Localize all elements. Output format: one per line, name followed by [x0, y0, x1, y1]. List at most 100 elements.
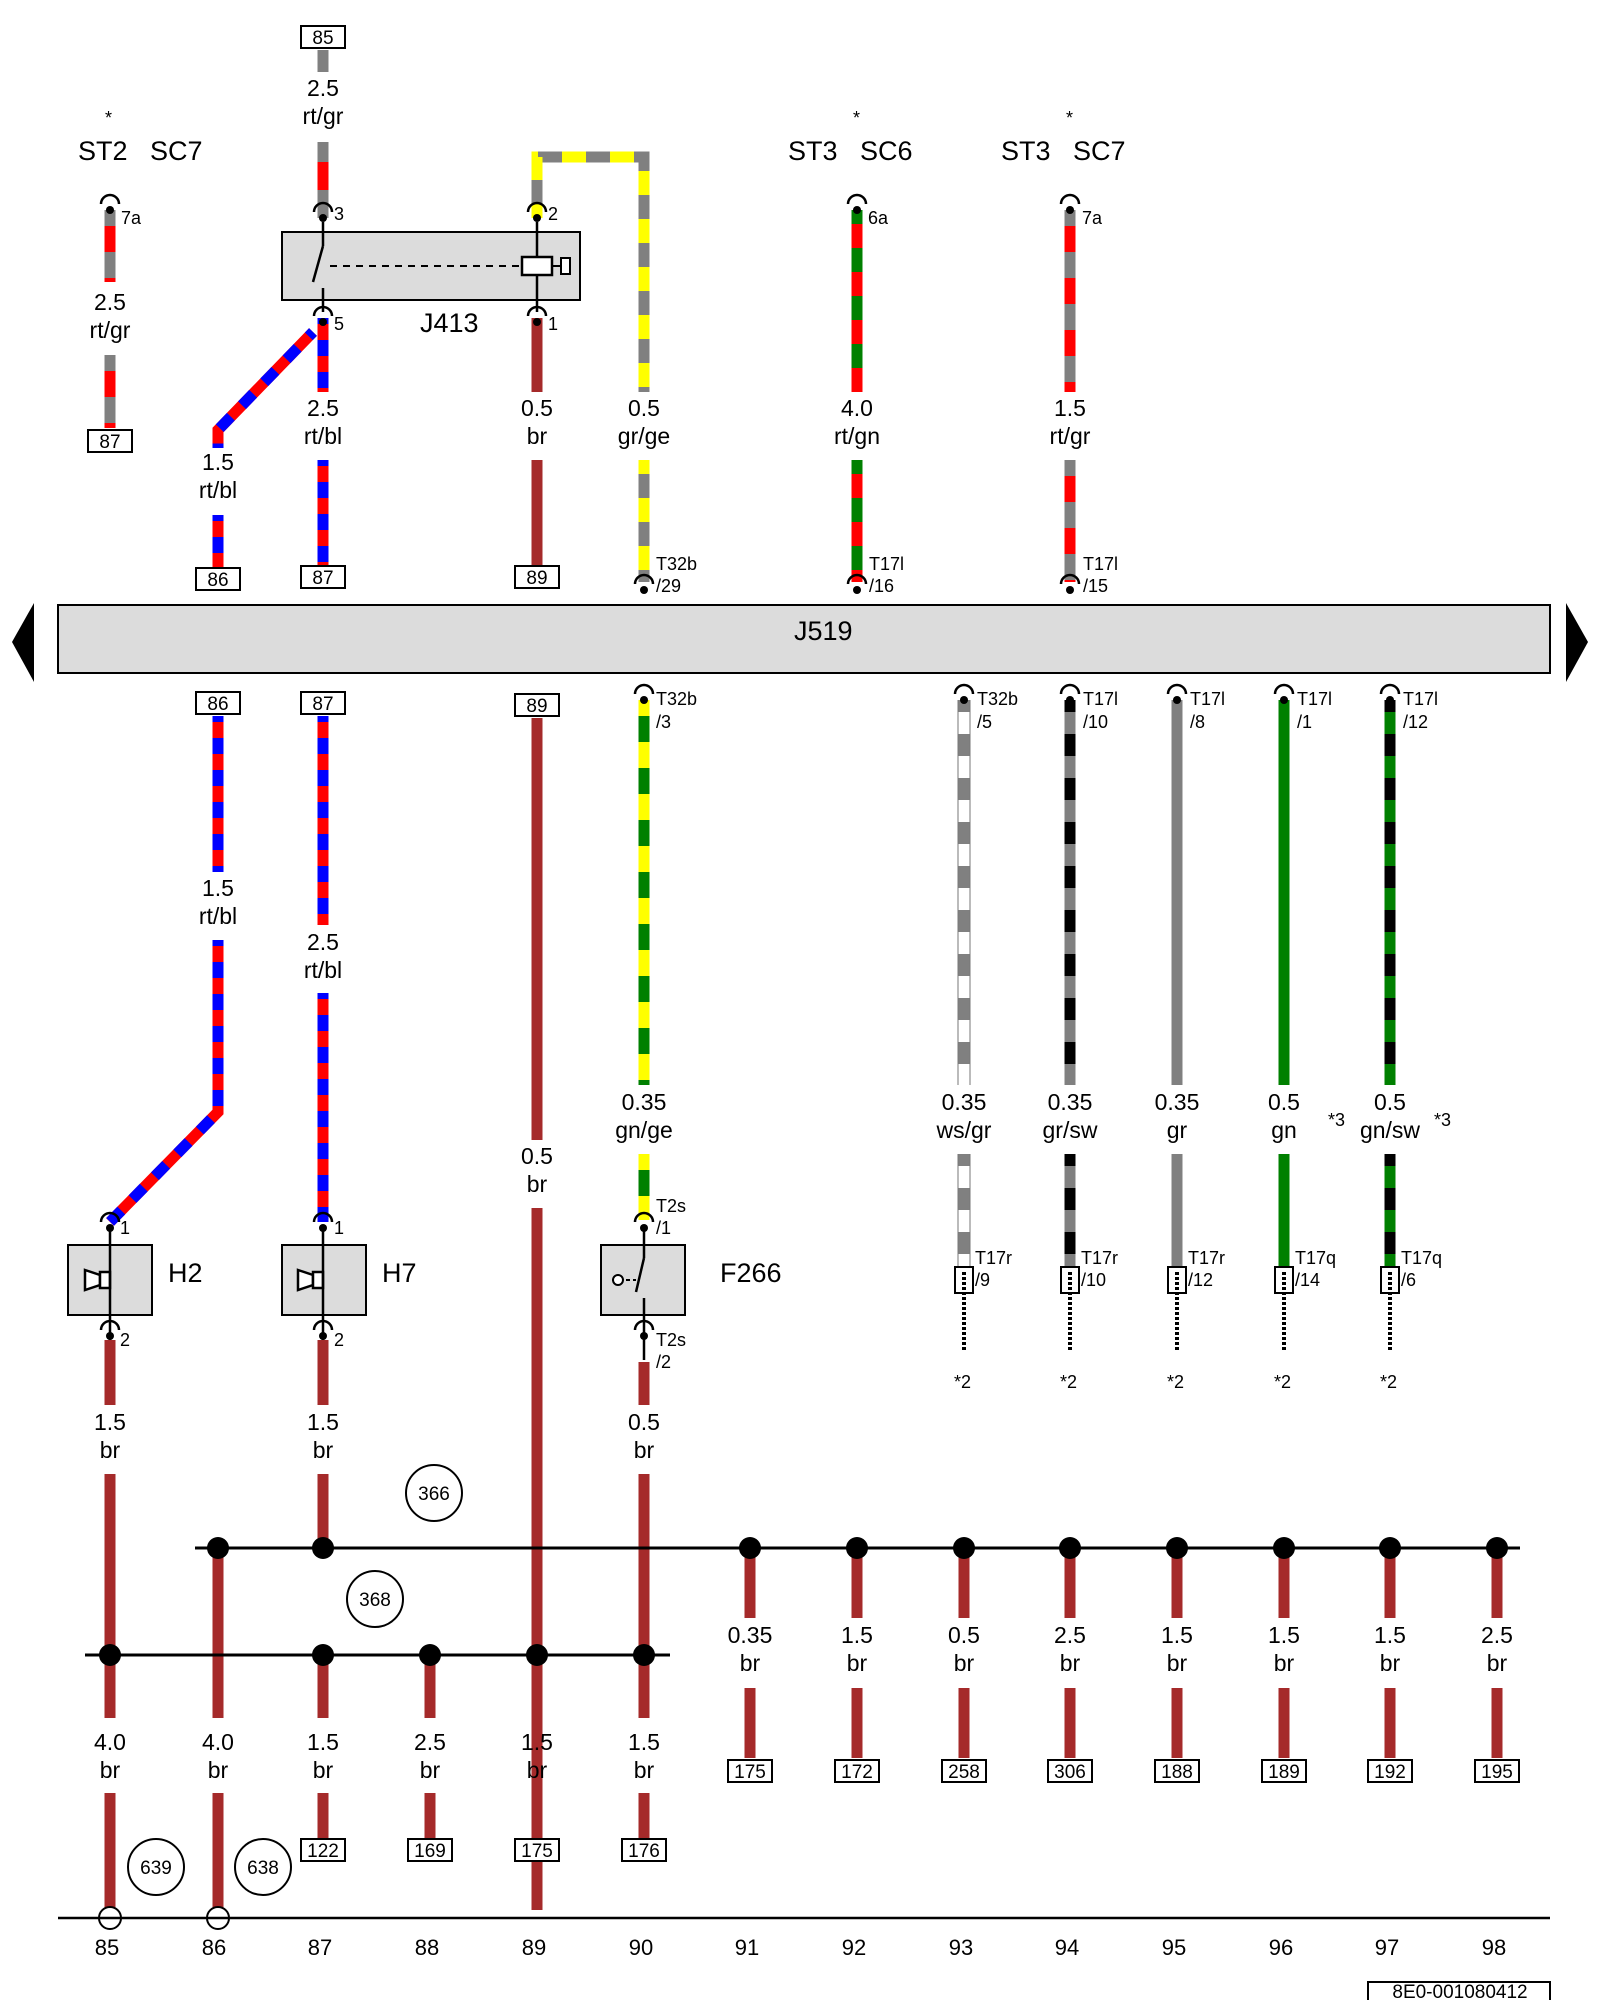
- reference-box: [514, 693, 560, 717]
- connector-pin-dot: [1066, 696, 1074, 704]
- connector-pin: /14: [1295, 1270, 1320, 1290]
- connector-pin-dot: [319, 318, 327, 326]
- connector-pin-dot: [1066, 586, 1074, 594]
- relay-pin-5: 5: [334, 314, 344, 334]
- junction-dot: [99, 1644, 121, 1666]
- column-number: 95: [1162, 1935, 1186, 1960]
- connector-pin-symbol: [99, 1211, 121, 1223]
- horn-symbol: [311, 1270, 325, 1290]
- connector-pin: /9: [975, 1270, 990, 1290]
- connector-pin-symbol: [1059, 683, 1081, 695]
- connector-pin-symbol: [1273, 683, 1295, 695]
- wire-gauge: 2.5: [307, 75, 339, 101]
- connector-pin-symbol: [633, 573, 655, 585]
- drawing-number: 8E0-001080412: [1392, 1982, 1527, 2000]
- wire-color: rt/bl: [304, 423, 342, 449]
- refbox-175: 175: [734, 1762, 766, 1783]
- wire-gauge: 1.5: [521, 1729, 553, 1755]
- connector-name: T17l: [1297, 689, 1332, 709]
- connector-name: T17q: [1295, 1248, 1336, 1268]
- connector-pin-symbol: [633, 1319, 655, 1331]
- reference-box: [514, 565, 560, 589]
- control-unit-j519: [57, 604, 1551, 674]
- ground-point-639: 639: [140, 1858, 172, 1879]
- connector-name: T2s: [656, 1330, 686, 1350]
- connector-pin-dot: [1066, 206, 1074, 214]
- horn-h7-pin-1: 1: [334, 1218, 344, 1238]
- footnote-3: *3: [1434, 1110, 1451, 1130]
- junction-dot: [419, 1644, 441, 1666]
- connector-name: T17l: [1403, 689, 1438, 709]
- pin-7a: 7a: [121, 208, 142, 228]
- wire-gauge: 1.5: [1161, 1622, 1193, 1648]
- connector-name: T17r: [975, 1248, 1012, 1268]
- reference-box: [1367, 1759, 1413, 1783]
- wire-color: br: [100, 1437, 121, 1463]
- column-number: 86: [202, 1935, 226, 1960]
- junction-dot: [312, 1644, 334, 1666]
- wire-layer: [104, 50, 1503, 1918]
- refbox-86: 86: [207, 694, 228, 715]
- connector-pin-dot: [640, 1224, 648, 1232]
- connector-pin-symbol: [846, 573, 868, 585]
- connector-pin-symbol: [846, 193, 868, 205]
- connector-pin: /6: [1401, 1270, 1416, 1290]
- connector-name: T17r: [1188, 1248, 1225, 1268]
- connector-pin-symbol: [526, 201, 548, 213]
- connector-name: T32b: [656, 689, 697, 709]
- horn-h7-pin-2: 2: [334, 1330, 344, 1350]
- horn-label-h2: H2: [168, 1258, 203, 1288]
- refbox-87: 87: [99, 432, 120, 453]
- connector-pin-dot: [533, 214, 541, 222]
- reference-box: [87, 429, 133, 453]
- wire-gauge: 1.5: [202, 449, 234, 475]
- reference-box: [834, 1759, 880, 1783]
- refbox-169: 169: [414, 1841, 446, 1862]
- wire-color: br: [527, 423, 548, 449]
- wire-gauge: 0.5: [948, 1622, 980, 1648]
- connector-pin-dot: [640, 1332, 648, 1340]
- wire-color: br: [1380, 1650, 1401, 1676]
- horn-symbol: [296, 1268, 315, 1292]
- connector-pin-symbol: [1059, 193, 1081, 205]
- wire-gauge: 1.5: [307, 1729, 339, 1755]
- wire-gauge: 2.5: [307, 395, 339, 421]
- reference-box: [1474, 1759, 1520, 1783]
- wire-gauge: 1.5: [1268, 1622, 1300, 1648]
- refbox-87: 87: [312, 694, 333, 715]
- footnote-2: *2: [1167, 1372, 1184, 1392]
- refbox-189: 189: [1268, 1762, 1300, 1783]
- connector-name: T17l: [1083, 689, 1118, 709]
- connector-pin-dot: [319, 214, 327, 222]
- ref-sc6: SC6: [860, 136, 913, 166]
- connector-pin-symbol: [99, 1319, 121, 1331]
- refbox-195: 195: [1481, 1762, 1513, 1783]
- reference-box: [300, 1838, 346, 1862]
- wire-gauge: 1.5: [1054, 395, 1086, 421]
- wire-color: br: [634, 1437, 655, 1463]
- wire-color: br: [1060, 1650, 1081, 1676]
- column-number: 98: [1482, 1935, 1506, 1960]
- junction-dot: [1486, 1537, 1508, 1559]
- connector-name: T17l: [1190, 689, 1225, 709]
- wire-color: br: [1274, 1650, 1295, 1676]
- wire-gauge: 4.0: [94, 1729, 126, 1755]
- symbol-layer: [12, 25, 1588, 2000]
- connector-pin: /1: [1297, 712, 1312, 732]
- wire-gauge: 2.5: [1054, 1622, 1086, 1648]
- relay-pin-1: 1: [548, 314, 558, 334]
- connector-name: T17r: [1081, 1248, 1118, 1268]
- connector-pin: /5: [977, 712, 992, 732]
- connector-pin: /16: [869, 576, 894, 596]
- control-unit-label-j519: J519: [794, 616, 853, 646]
- wire-gauge: 0.35: [622, 1089, 667, 1115]
- wire-color: br: [420, 1757, 441, 1783]
- pin-7a: 7a: [1082, 208, 1103, 228]
- wire-color: rt/bl: [199, 903, 237, 929]
- connector-pin: /12: [1188, 1270, 1213, 1290]
- connector-pin-symbol: [953, 683, 975, 695]
- footnote-2: *2: [1274, 1372, 1291, 1392]
- connector-pin: /12: [1403, 712, 1428, 732]
- connector-pin-symbol: [526, 305, 548, 317]
- wire-gauge: 0.5: [628, 1409, 660, 1435]
